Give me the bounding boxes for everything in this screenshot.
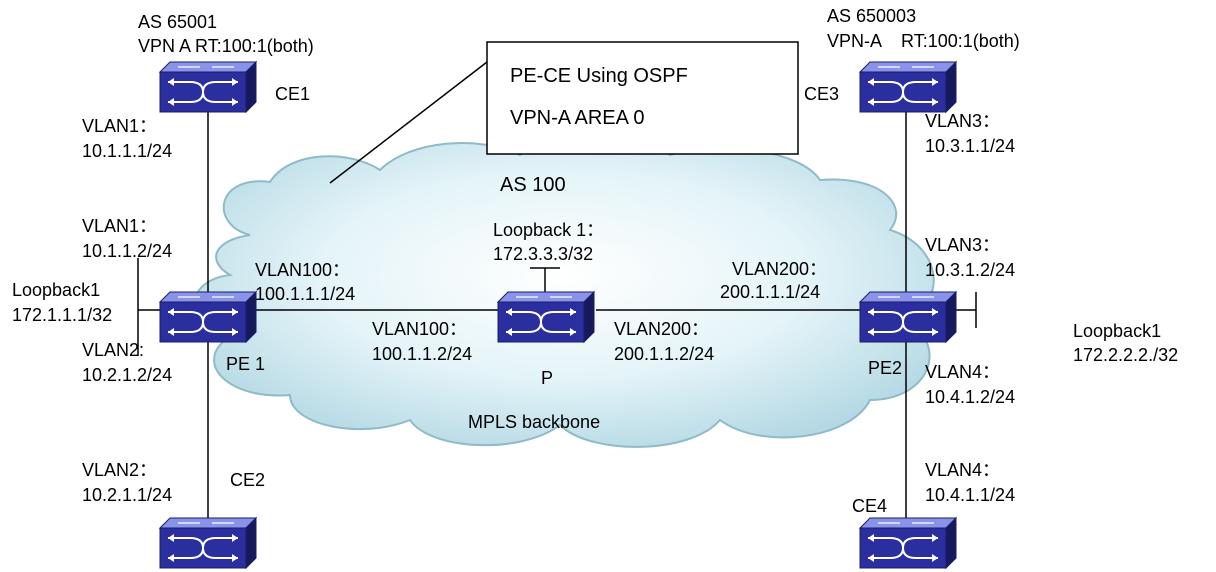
mpls-cloud	[192, 133, 935, 448]
p-name: P	[541, 368, 553, 388]
ce4-name: CE4	[852, 496, 887, 516]
ce1-switch-icon	[159, 61, 257, 113]
pe2-loopback-ip: 172.2.2.2./32	[1073, 345, 1178, 365]
ce3-vlan-ip: 10.3.1.1/24	[925, 136, 1015, 156]
pe1-up-vlan-ip: 10.1.1.2/24	[82, 241, 172, 261]
pe2-down-vlan-ip: 10.4.1.2/24	[925, 387, 1015, 407]
pe2-loopback-name: Loopback1	[1073, 321, 1161, 341]
pe2-up-vlan-name: VLAN3：	[925, 235, 1000, 255]
ce3-name: CE3	[804, 84, 839, 104]
ce2-vlan-name: VLAN2：	[82, 460, 157, 480]
pe1-down-vlan-ip: 10.2.1.2/24	[82, 365, 172, 385]
as-100-label: AS 100	[500, 174, 566, 196]
pe1-core-vlan-ip: 100.1.1.1/24	[255, 284, 355, 304]
pe2-core-vlan-ip: 200.1.1.1/24	[720, 282, 820, 302]
ce2-switch-icon	[159, 517, 257, 569]
ce4-vlan-name: VLAN4：	[925, 460, 1000, 480]
pe1-switch-icon	[159, 291, 257, 343]
ce1-vpn-label: VPN A RT:100:1(both)	[138, 36, 314, 56]
pe1-up-vlan-name: VLAN1：	[82, 216, 157, 236]
p-left-vlan-name: VLAN100：	[372, 319, 467, 339]
pe2-down-vlan-name: VLAN4：	[925, 362, 1000, 382]
pe1-core-vlan-name: VLAN100：	[255, 260, 350, 280]
p-right-vlan-ip: 200.1.1.2/24	[614, 344, 714, 364]
ce3-switch-icon	[859, 61, 957, 113]
links	[137, 110, 977, 520]
pe1-loopback-ip: 172.1.1.1/32	[12, 305, 112, 325]
pe2-core-vlan-name: VLAN200：	[732, 259, 827, 279]
callout-line1: PE-CE Using OSPF	[510, 65, 688, 87]
ce1-vlan-name: VLAN1：	[82, 116, 157, 136]
pe1-loopback-name: Loopback1	[12, 280, 100, 300]
pe1-down-vlan-name: VLAN2:	[82, 340, 144, 360]
pe1-name: PE 1	[226, 354, 265, 374]
ce4-vlan-ip: 10.4.1.1/24	[925, 485, 1015, 505]
p-switch-icon	[497, 291, 595, 343]
pe2-switch-icon	[859, 291, 957, 343]
ce2-vlan-ip: 10.2.1.1/24	[82, 485, 172, 505]
ce3-vpn-label: VPN-A RT:100:1(both)	[827, 31, 1020, 51]
ce1-vlan-ip: 10.1.1.1/24	[82, 141, 172, 161]
pe2-name: PE2	[868, 358, 902, 378]
mpls-backbone-label: MPLS backbone	[468, 412, 600, 432]
ce4-switch-icon	[859, 517, 957, 569]
ce3-as-label: AS 650003	[827, 6, 916, 26]
ce3-vlan-name: VLAN3：	[925, 111, 1000, 131]
ce1-name: CE1	[275, 84, 310, 104]
p-loopback-ip: 172.3.3.3/32	[493, 244, 593, 264]
callout-pointer-line	[329, 61, 488, 184]
callout-line2: VPN-A AREA 0	[510, 107, 645, 129]
pe2-up-vlan-ip: 10.3.1.2/24	[925, 260, 1015, 280]
p-loopback-name: Loopback 1：	[493, 220, 604, 240]
callout-box	[486, 41, 799, 155]
ce1-as-label: AS 65001	[138, 12, 217, 32]
p-left-vlan-ip: 100.1.1.2/24	[372, 344, 472, 364]
ce2-name: CE2	[230, 470, 265, 490]
p-right-vlan-name: VLAN200：	[614, 319, 709, 339]
